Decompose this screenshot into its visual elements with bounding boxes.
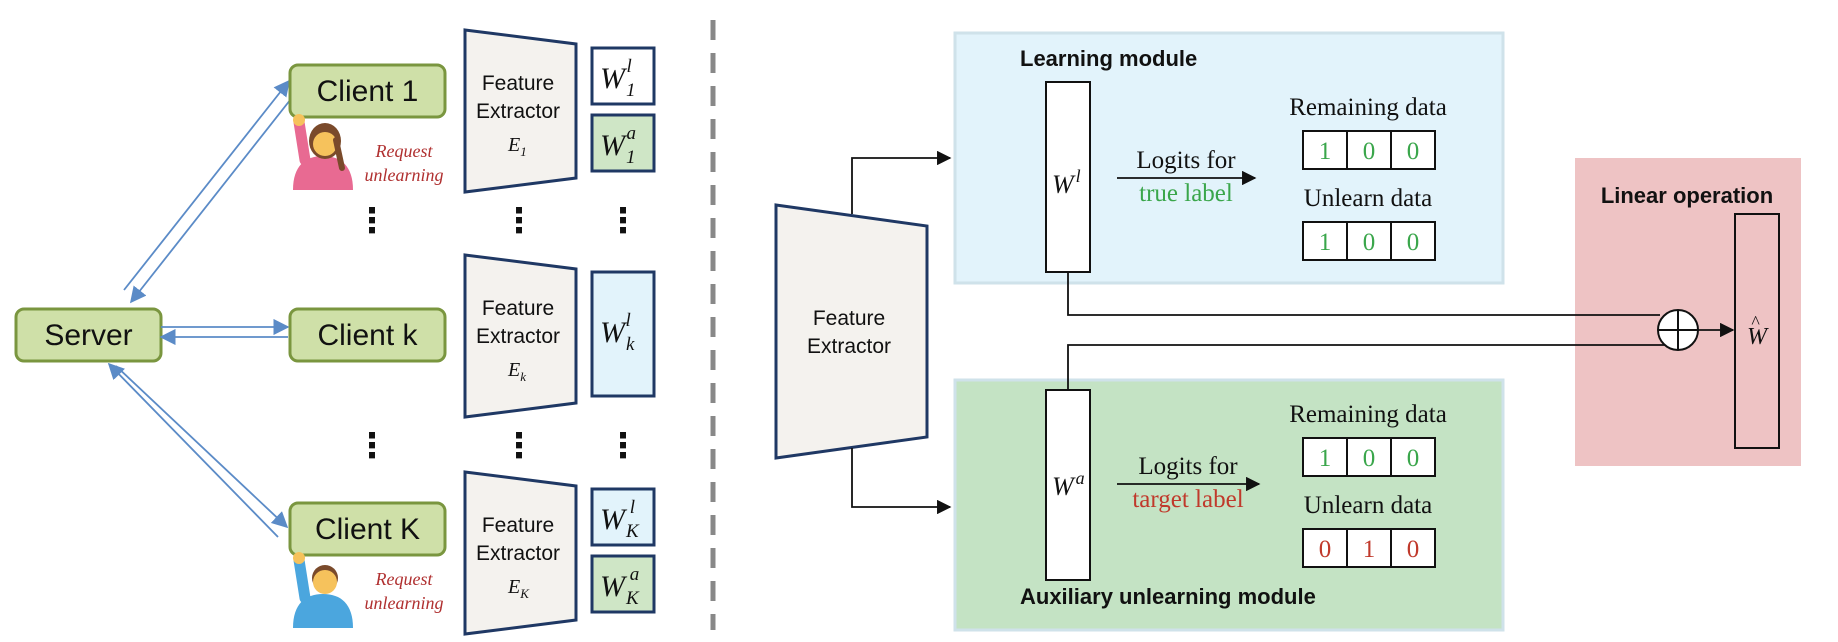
vector-cell: 0 — [1363, 138, 1376, 165]
request-label-line2: unlearning — [365, 165, 444, 185]
client-row-1: Client 1 Request unlearning Feature Extr… — [288, 28, 656, 194]
learning-to-merge-line — [1067, 272, 1660, 316]
remaining-data-title: Remaining data — [1289, 94, 1447, 121]
client-label: Client k — [317, 319, 418, 352]
weight-box-auxiliary — [590, 554, 656, 614]
aux-weight-vector — [1045, 389, 1091, 581]
remaining-data-title: Remaining data — [1289, 401, 1447, 428]
feature-extractor — [463, 470, 578, 636]
unlearn-data-vector: 1 0 0 — [1302, 221, 1436, 261]
vector-cell: 1 — [1319, 138, 1332, 165]
request-label-line1: Request — [375, 569, 434, 589]
feature-extractor-label-line1: Feature — [482, 297, 554, 320]
server-label: Server — [44, 319, 132, 352]
ellipsis-row-lower: ⋮ ⋮ ⋮ — [355, 427, 640, 465]
person-raising-hand-icon — [293, 114, 353, 190]
main-feature-extractor: Feature Extractor — [774, 203, 929, 460]
remaining-data-vector: 1 0 0 — [1302, 130, 1436, 170]
client-row-K: Client K Request unlearning Feature Extr… — [288, 470, 656, 636]
vector-cell: 0 — [1407, 536, 1420, 563]
logits-label-true: true label — [1139, 180, 1233, 207]
request-label-line1: Request — [375, 141, 434, 161]
weight-box-learning — [590, 270, 656, 398]
logits-label-line1: Logits for — [1138, 453, 1238, 480]
weight-box-learning — [590, 487, 656, 547]
unlearn-data-vector: 0 1 0 — [1302, 528, 1436, 568]
vector-cell: 0 — [1363, 445, 1376, 472]
vector-cell: 1 — [1363, 536, 1376, 563]
feature-extractor-label-line2: Extractor — [476, 100, 560, 123]
linear-operation-title: Linear operation — [1601, 183, 1773, 208]
vector-cell: 1 — [1319, 445, 1332, 472]
weight-symbol: Wkl — [600, 310, 635, 355]
arrow-to-learning-module — [851, 150, 952, 214]
main-feature-extractor-label-line1: Feature — [813, 307, 885, 330]
arrow-to-aux-module — [851, 448, 952, 515]
vector-cell: 0 — [1407, 229, 1420, 256]
server-node: Server — [14, 307, 163, 363]
vector-cell: 0 — [1363, 229, 1376, 256]
main-feature-extractor-label-line2: Extractor — [807, 335, 891, 358]
ellipsis: ⋮ — [606, 427, 640, 465]
unlearn-data-title: Unlearn data — [1304, 185, 1432, 212]
unlearn-data-title: Unlearn data — [1304, 492, 1432, 519]
feature-extractor-label-line1: Feature — [482, 514, 554, 537]
aux-module-title: Auxiliary unlearning module — [1020, 584, 1316, 609]
ellipsis-row-upper: ⋮ ⋮ ⋮ — [355, 202, 640, 240]
feature-extractor-symbol: Ek — [507, 359, 526, 384]
request-label-line2: unlearning — [365, 593, 444, 613]
client-box — [288, 63, 447, 119]
feature-extractor-symbol: EK — [507, 576, 530, 601]
learning-module-title: Learning module — [1020, 46, 1197, 71]
vector-cell: 0 — [1407, 445, 1420, 472]
feature-extractor-label-line2: Extractor — [476, 325, 560, 348]
weight-symbol: WKl — [600, 497, 640, 542]
ellipsis: ⋮ — [606, 202, 640, 240]
weight-box-auxiliary — [590, 113, 656, 173]
vector-cell: 1 — [1319, 229, 1332, 256]
feature-extractor-label-line1: Feature — [482, 72, 554, 95]
ellipsis: ⋮ — [502, 427, 536, 465]
weight-box-learning — [590, 46, 656, 106]
communication-arrows — [107, 79, 299, 538]
remaining-data-vector: 1 0 0 — [1302, 437, 1436, 477]
ellipsis: ⋮ — [355, 202, 389, 240]
hat-accent: ^ — [1751, 312, 1760, 332]
client-box — [288, 307, 447, 363]
weight-symbol: W — [1747, 324, 1769, 350]
logits-label-line1: Logits for — [1136, 147, 1236, 174]
client-box — [288, 501, 447, 557]
arrow-server-to-client-1 — [123, 79, 291, 291]
client-label: Client K — [315, 513, 420, 546]
feature-extractor-symbol: E1 — [507, 134, 527, 159]
weight-symbol: W1l — [600, 56, 636, 101]
feature-extractor-label-line2: Extractor — [476, 542, 560, 565]
person-raising-hand-icon — [293, 552, 353, 628]
client-label: Client 1 — [317, 75, 419, 108]
weight-symbol: W1a — [600, 123, 636, 168]
weight-symbol: WKa — [600, 564, 640, 609]
feature-extractor — [463, 253, 578, 419]
arrow-server-to-client-K — [115, 365, 289, 529]
feature-extractor — [463, 28, 578, 194]
client-row-k: Client k Feature Extractor Ek Wkl — [288, 253, 656, 419]
merged-weight-vector — [1734, 213, 1780, 449]
vector-cell: 0 — [1319, 536, 1332, 563]
ellipsis: ⋮ — [355, 427, 389, 465]
arrow-client-1-to-server — [129, 89, 299, 304]
ellipsis: ⋮ — [502, 202, 536, 240]
logits-label-target: target label — [1132, 486, 1243, 513]
arrow-client-K-to-server — [107, 362, 279, 538]
vector-cell: 0 — [1407, 138, 1420, 165]
